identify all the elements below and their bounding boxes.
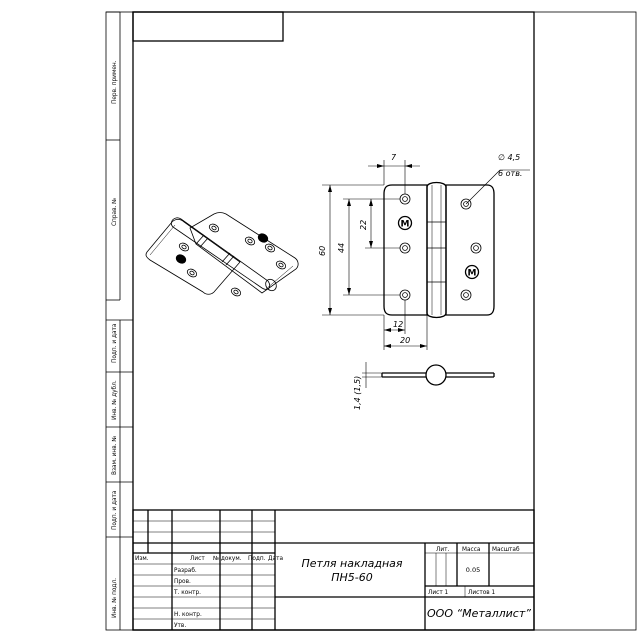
hinge-side-view <box>362 362 495 388</box>
corner-box <box>132 11 284 42</box>
title-block: Изм. Лист № докум. Подп. Дата Разраб. Пр… <box>132 509 535 631</box>
inner-frame <box>132 11 535 631</box>
dim-hole-count: 6 отв. <box>498 169 522 178</box>
side-label-podp2: Подп. и дата <box>112 490 118 530</box>
lit-header: Лит. <box>436 547 450 553</box>
role-utv: Утв. <box>174 623 186 629</box>
role-tkontr: Т. контр. <box>173 590 201 596</box>
mass-header: Масса <box>462 547 481 553</box>
company-name: ООО “Металлист” <box>427 607 531 620</box>
rev-header-list: Лист <box>190 556 205 562</box>
sheets-label: Листов 1 <box>468 590 495 596</box>
role-razrab: Разраб. <box>174 568 197 574</box>
outer-frame <box>105 11 637 631</box>
dim-hole-dia: ∅ 4,5 <box>498 153 520 162</box>
logo-letter-left: М <box>401 220 410 230</box>
hinge-front-view: М М <box>383 181 495 319</box>
mass-value: 0.05 <box>466 566 480 574</box>
drawing-title-line1: Петля накладная <box>301 557 402 570</box>
side-label-sprav: Справ. № <box>112 198 118 226</box>
logo-right <box>464 264 480 280</box>
rev-header-data: Дата <box>268 556 283 562</box>
role-prov: Пров. <box>174 579 191 585</box>
dim-thickness: 1,4 (1,5) <box>353 376 362 410</box>
role-nkontr: Н. контр. <box>174 612 202 618</box>
dim-offset-12: 12 <box>393 320 403 329</box>
logo-left <box>397 215 413 231</box>
side-label-dubl: Инв. № дубл. <box>112 380 118 420</box>
side-label-podl: Инв. № подл. <box>112 578 118 618</box>
side-label-vzam: Взам. инв. № <box>112 436 118 475</box>
dim-height-total: 60 <box>318 246 327 256</box>
dimension-lines: 7 ∅ 4,5 6 отв. 60 44 22 12 20 1,4 (1,5) <box>318 153 530 410</box>
sheet-label: Лист 1 <box>428 590 449 596</box>
dim-height-small: 22 <box>359 220 368 230</box>
hinge-isometric-view <box>145 212 299 297</box>
rev-header-podp: Подп. <box>248 556 266 562</box>
logo-letter-right: М <box>468 269 477 279</box>
dim-offset-20: 20 <box>400 336 410 345</box>
side-label-perv: Перв. примен. <box>112 60 118 104</box>
rev-header-doc: № докум. <box>213 556 242 562</box>
side-label-podp1: Подп. и дата <box>112 323 118 363</box>
scale-header: Масштаб <box>492 547 520 553</box>
drawing-title-line2: ПН5-60 <box>331 571 373 584</box>
rev-header-izm: Изм. <box>135 556 149 562</box>
dim-top-width: 7 <box>391 153 397 162</box>
dim-height-mid: 44 <box>337 243 346 253</box>
side-columns: Перв. примен. Справ. № Подп. и дата Инв.… <box>106 11 133 630</box>
